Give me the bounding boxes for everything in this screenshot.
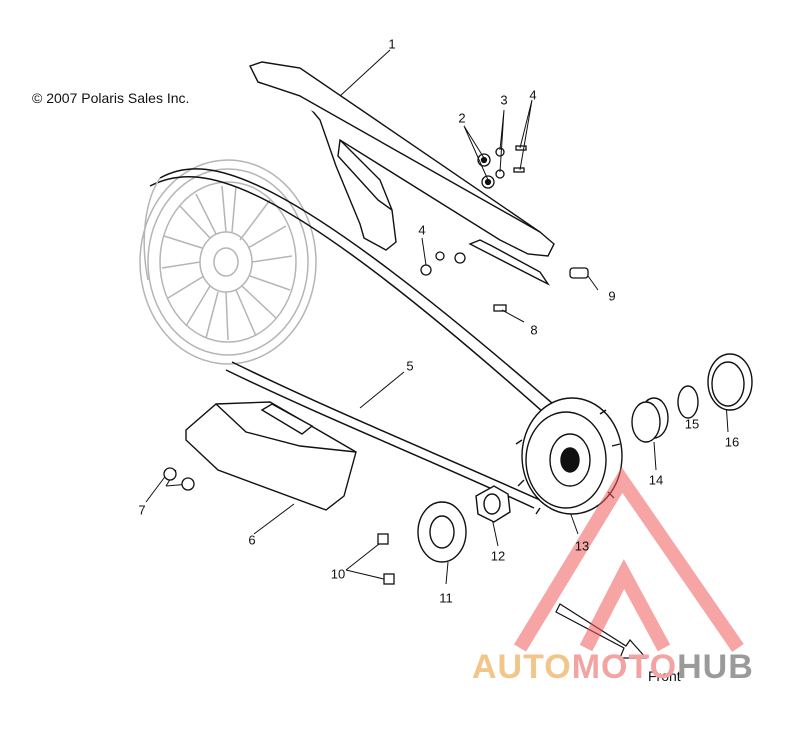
spacer-ring-seal — [631, 353, 753, 443]
watermark-part-hub: HUB — [677, 648, 754, 686]
callout-4-mid: 4 — [418, 222, 426, 238]
callout-6: 6 — [248, 532, 256, 548]
callout-2: 2 — [458, 110, 466, 126]
screws — [163, 467, 395, 585]
watermark-text: AUTOMOTOHUB — [472, 648, 754, 687]
callout-5: 5 — [406, 358, 414, 374]
leader-lines — [145, 49, 729, 585]
belt-guard-lower — [185, 401, 357, 511]
callout-13: 13 — [574, 538, 590, 554]
front-direction-label: Front — [648, 668, 681, 684]
rear-wheel — [139, 159, 317, 365]
callout-9: 9 — [608, 288, 616, 304]
callout-4-top: 4 — [529, 87, 537, 103]
callout-1: 1 — [388, 36, 396, 52]
watermark-logo — [514, 467, 744, 652]
rear-sprocket — [515, 397, 623, 515]
belt-guard-upper — [249, 61, 555, 286]
callout-8: 8 — [530, 322, 538, 338]
callout-11: 11 — [439, 590, 453, 606]
callout-12: 12 — [490, 548, 506, 564]
callout-16: 16 — [724, 434, 740, 450]
watermark-part-auto: AUTO — [472, 648, 572, 686]
watermark-part-moto: MOTO — [571, 648, 678, 686]
callout-14: 14 — [648, 472, 664, 488]
callout-10: 10 — [330, 566, 346, 582]
front-arrow — [555, 603, 648, 659]
plate-and-nut — [417, 485, 511, 563]
callout-7: 7 — [138, 502, 146, 518]
callout-15: 15 — [684, 416, 700, 432]
callout-3: 3 — [500, 92, 508, 108]
copyright-text: © 2007 Polaris Sales Inc. — [32, 90, 190, 106]
